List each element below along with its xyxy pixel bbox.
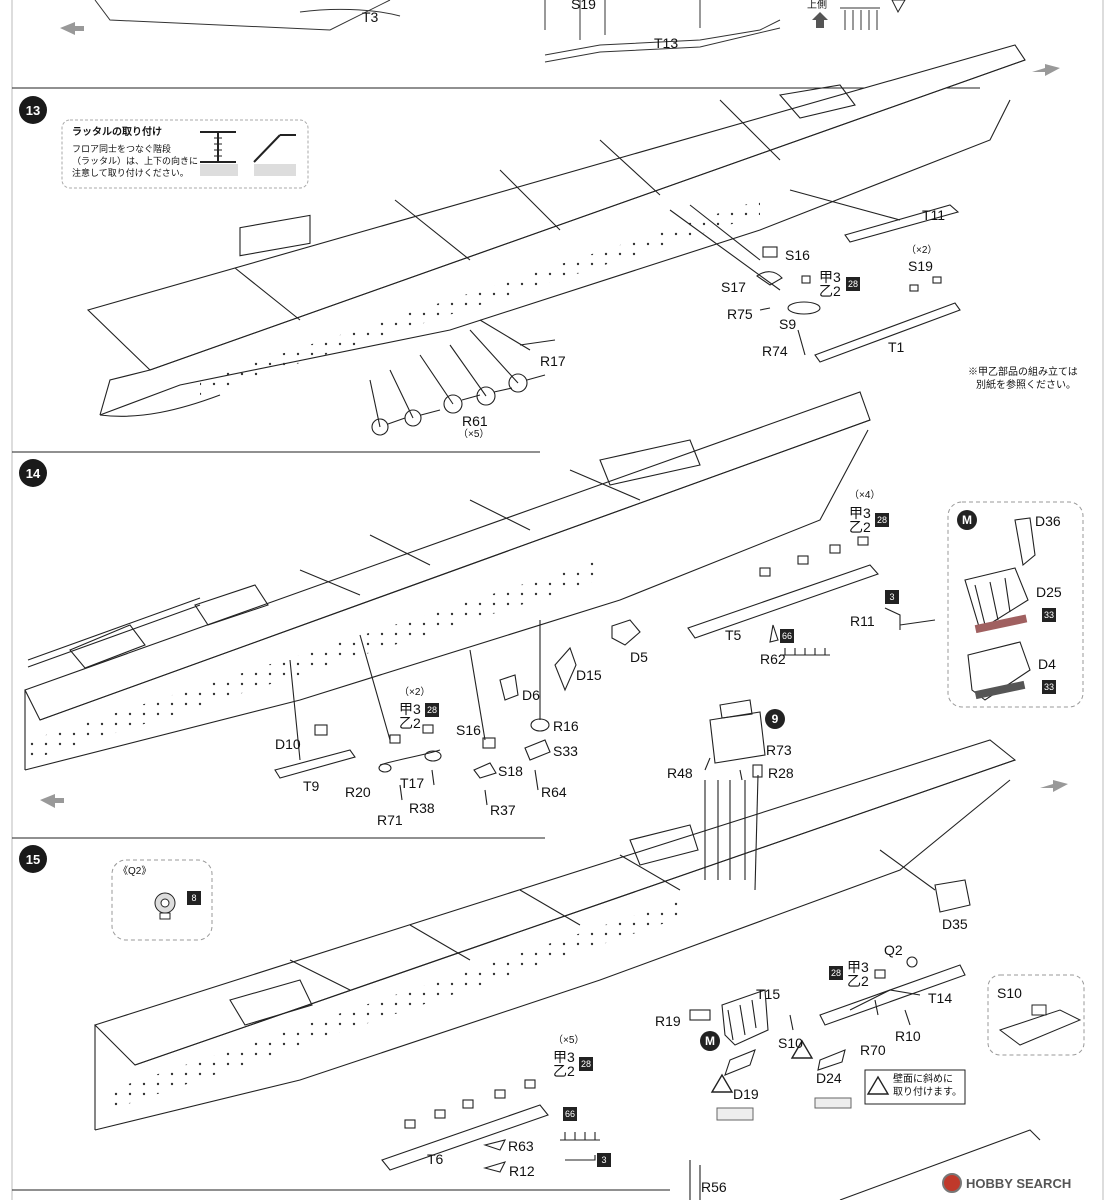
note-line-2: 別紙を参照ください。 (976, 380, 1076, 391)
ref-badge-28b: 28 (579, 1057, 593, 1071)
part-label-kou3: 甲3 (819, 269, 841, 285)
ref-badge-66: 66 (563, 1107, 577, 1121)
part-label-s16: S16 (785, 247, 810, 263)
part-label-s18: S18 (498, 763, 523, 779)
part-label-otsu2: 乙2 (819, 283, 841, 299)
part-label-d5: D5 (630, 649, 648, 665)
ref-badge-28b: 28 (425, 703, 439, 717)
ref-badge-3: 3 (885, 590, 899, 604)
part-label-r61: R61 (462, 413, 488, 429)
part-label-s10-detail: S10 (997, 985, 1022, 1001)
part-label-t9: T9 (303, 778, 320, 794)
part-label-r63: R63 (508, 1138, 534, 1154)
ref-badge-28: 28 (846, 277, 860, 291)
part-label-s33: S33 (553, 743, 578, 759)
warning-text-1: 壁面に斜めに (893, 1074, 953, 1085)
part-label-d19: D19 (733, 1086, 759, 1102)
step-14-badge: 14 (19, 459, 47, 487)
warning-text-2: 取り付けます。 (893, 1087, 962, 1098)
watermark-logo-icon (942, 1173, 962, 1193)
part-label-t1: T1 (888, 339, 905, 355)
part-label-t13: T13 (654, 35, 679, 51)
part-label-s19-top: S19 (571, 0, 596, 12)
part-label-r20: R20 (345, 784, 371, 800)
ratal-text-3: 注意して取り付けください。 (72, 168, 189, 178)
watermark-brand: HOBBY SEARCH (966, 1175, 1072, 1191)
part-label-r28: R28 (768, 765, 794, 781)
part-label-otsu2-b: 乙2 (553, 1063, 575, 1079)
note-line-1: ※甲乙部品の組み立ては (968, 367, 1078, 378)
qty-x5: （×5） (458, 429, 490, 440)
ref-badge-33a: 33 (1042, 608, 1056, 622)
part-label-r71: R71 (377, 812, 403, 828)
part-label-r12: R12 (509, 1163, 535, 1179)
part-label-d15: D15 (576, 667, 602, 683)
part-label-d10: D10 (275, 736, 301, 752)
step-13-badge: 13 (19, 96, 47, 124)
part-label-otsu2: 乙2 (847, 973, 869, 989)
ref-badge-9: 9 (765, 709, 785, 729)
part-label-r62: R62 (760, 651, 786, 667)
part-label-r38: R38 (409, 800, 435, 816)
part-label-q2: Q2 (884, 942, 903, 958)
qty-x5: （×5） (553, 1035, 585, 1046)
qty-x2: （×2） (906, 245, 938, 256)
ref-badge-66: 66 (780, 629, 794, 643)
part-label-r70: R70 (860, 1042, 886, 1058)
qty-x4: （×4） (849, 490, 881, 501)
part-label-r56: R56 (701, 1179, 727, 1195)
part-label-r75: R75 (727, 306, 753, 322)
q2-detail-title: 《Q2》 (118, 866, 152, 877)
ref-badge-8: 8 (187, 891, 201, 905)
material-m-badge: M (700, 1031, 720, 1051)
material-m-badge: M (957, 510, 977, 530)
part-label-s19: S19 (908, 258, 933, 274)
part-label-s16: S16 (456, 722, 481, 738)
watermark: HOBBY SEARCH (942, 1173, 1071, 1193)
ratal-title: ラッタルの取り付け (72, 127, 162, 138)
part-label-kou3: 甲3 (849, 505, 871, 521)
part-label-r64: R64 (541, 784, 567, 800)
part-label-r10: R10 (895, 1028, 921, 1044)
part-label-kou3-b: 甲3 (553, 1049, 575, 1065)
part-label-r17: R17 (540, 353, 566, 369)
part-label-r11: R11 (850, 613, 875, 629)
part-label-t17: T17 (400, 775, 425, 791)
part-label-r37: R37 (490, 802, 516, 818)
ratal-text-1: フロア同士をつなぐ階段 (72, 144, 172, 154)
part-label-kou3-b: 甲3 (399, 701, 421, 717)
part-label-r74: R74 (762, 343, 788, 359)
part-label-d36: D36 (1035, 513, 1061, 529)
part-label-t11: T11 (922, 207, 946, 223)
part-label-otsu2-b: 乙2 (399, 715, 421, 731)
ref-badge-33b: 33 (1042, 680, 1056, 694)
part-label-r16: R16 (553, 718, 579, 734)
upside-label: 上側 (807, 0, 827, 11)
step-15-badge: 15 (19, 845, 47, 873)
part-label-r19: R19 (655, 1013, 681, 1029)
part-label-t14: T14 (928, 990, 953, 1006)
ref-badge-28: 28 (829, 966, 843, 980)
ref-badge-28: 28 (875, 513, 889, 527)
ratal-text-2: （ラッタル）は、上下の向きに (72, 156, 199, 166)
part-label-t15: T15 (756, 986, 781, 1002)
part-label-kou3: 甲3 (847, 959, 869, 975)
part-label-r48: R48 (667, 765, 693, 781)
part-label-d25: D25 (1036, 584, 1062, 600)
part-label-otsu2: 乙2 (849, 519, 871, 535)
part-label-s10: S10 (778, 1035, 803, 1051)
part-label-t5: T5 (725, 627, 742, 643)
part-label-d35: D35 (942, 916, 968, 932)
ref-badge-3: 3 (597, 1153, 611, 1167)
part-label-d6: D6 (522, 687, 540, 703)
part-label-t3: T3 (362, 9, 379, 25)
part-label-t6: T6 (427, 1151, 444, 1167)
part-label-d24: D24 (816, 1070, 842, 1086)
part-label-s17: S17 (721, 279, 746, 295)
part-label-s9: S9 (779, 316, 797, 332)
qty-x2: （×2） (399, 687, 431, 698)
part-label-r73: R73 (766, 742, 792, 758)
part-label-d4: D4 (1038, 656, 1056, 672)
